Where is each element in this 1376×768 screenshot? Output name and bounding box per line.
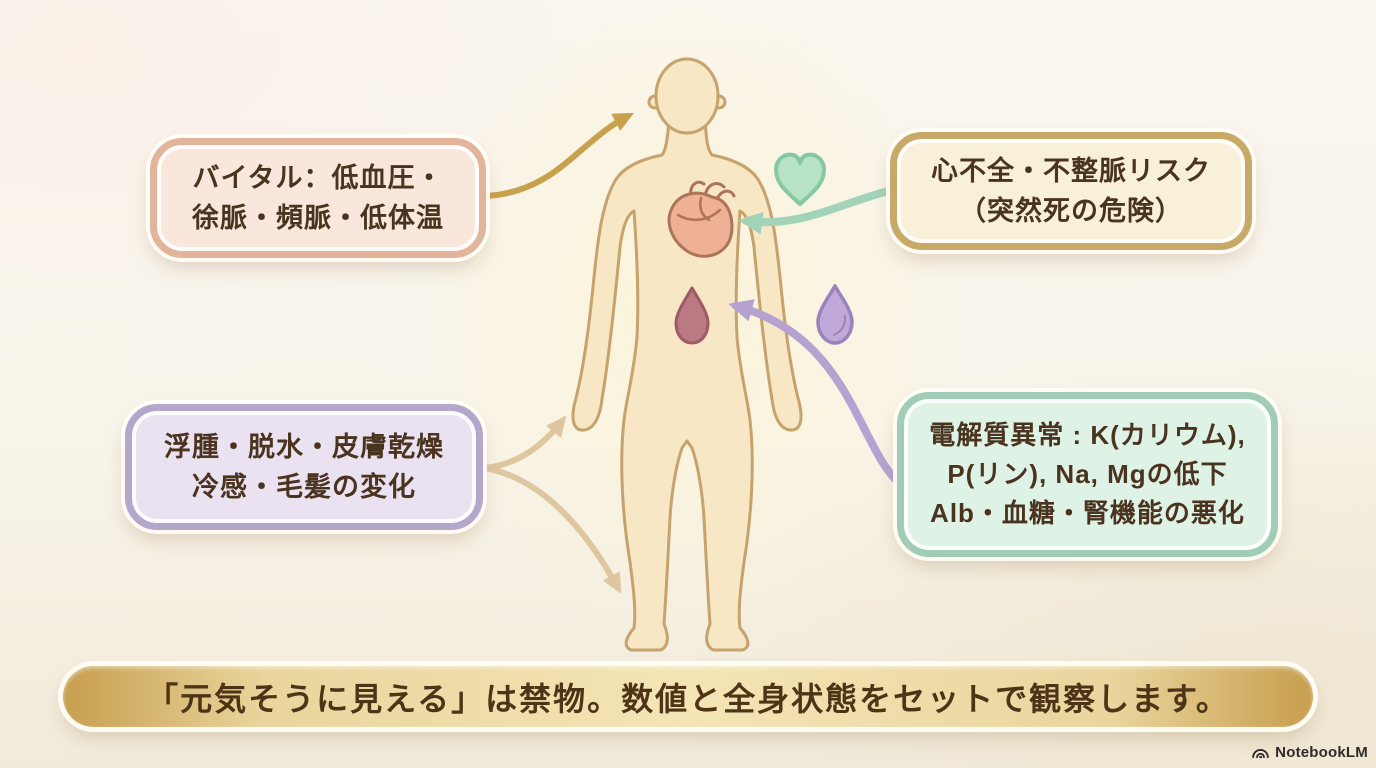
kidney-drop-icon: [674, 286, 710, 345]
heart-badge-icon: [774, 152, 826, 206]
heart-organ-icon: [667, 180, 736, 258]
callout-cardiac-risk: 心不全・不整脈リスク （突然死の危険）: [890, 132, 1252, 250]
arrow-skin-to-leg: [482, 465, 622, 595]
key-message-banner: 「元気そうに見える」は禁物。数値と全身状態をセットで観察します。: [63, 666, 1313, 727]
callout-electrolyte-line-2: P(リン), Na, Mgの低下: [947, 459, 1228, 489]
banner-text: 「元気そうに見える」は禁物。数値と全身状態をセットで観察します。: [146, 680, 1230, 717]
notebooklm-watermark: NotebookLM: [1251, 744, 1368, 761]
callout-skin-line-1: 浮腫・脱水・皮膚乾燥: [164, 431, 444, 462]
human-body-silhouette: [571, 57, 803, 652]
callout-vitals-line-2: 徐脈・頻脈・低体温: [192, 203, 444, 233]
arrow-electrolytes-to-drop: [728, 299, 904, 488]
callout-vitals: バイタル：低血圧・ 徐脈・頻脈・低体温: [150, 138, 486, 258]
callout-electrolytes: 電解質異常 : K(カリウム), P(リン), Na, Mgの低下 Alb・血糖…: [897, 392, 1278, 557]
notebooklm-logo-icon: [1252, 749, 1269, 759]
callout-electrolyte-line-3: Alb・血糖・腎機能の悪化: [930, 498, 1245, 528]
arrow-cardiac-to-heart: [737, 186, 896, 235]
head: [654, 57, 720, 135]
body-outline: [571, 114, 803, 652]
watermark-text: NotebookLM: [1275, 744, 1368, 761]
callout-skin-fluid: 浮腫・脱水・皮膚乾燥 冷感・毛髪の変化: [125, 404, 483, 530]
arrow-vitals-to-head: [483, 112, 635, 199]
fluid-drop-icon: [816, 284, 854, 345]
callout-cardiac-line-1: 心不全・不整脈リスク: [931, 155, 1211, 186]
callout-skin-line-2: 冷感・毛髪の変化: [192, 472, 416, 502]
callout-electrolyte-line-1: 電解質異常 : K(カリウム),: [929, 420, 1246, 450]
arrow-skin-to-hand: [482, 415, 567, 471]
callout-vitals-line-1: バイタル：低血圧・: [192, 162, 444, 193]
callout-cardiac-line-2: （突然死の危険）: [959, 196, 1183, 226]
